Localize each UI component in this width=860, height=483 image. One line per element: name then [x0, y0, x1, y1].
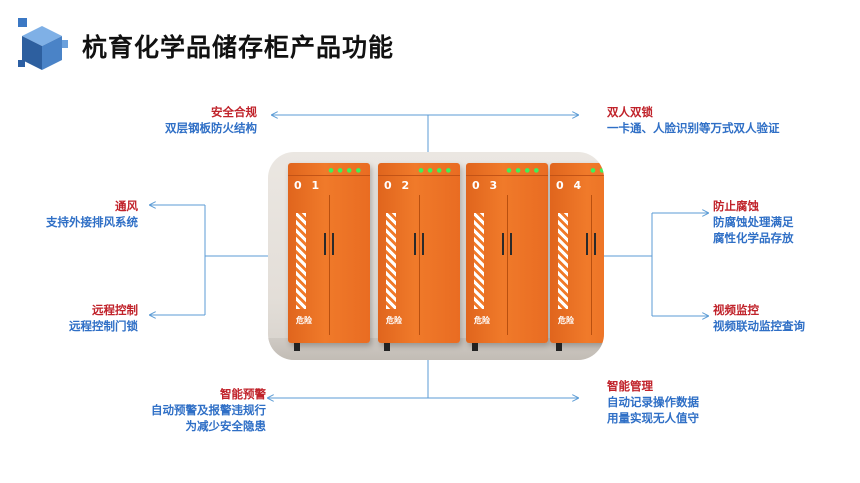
feature-dual-lock: 双人双锁 一卡通、人脸识别等万式双人验证 [607, 105, 780, 135]
feature-anticorrosion: 防止腐蚀 防腐蚀处理满足 腐性化学品存放 [713, 199, 794, 245]
cabinet: ● ● ● ● 0 3 危险 [466, 163, 548, 351]
cabinet: ● ● ● ● 0 1 危险 [288, 163, 370, 351]
cabinet: ● ● ● ● 0 2 危险 [378, 163, 460, 351]
feature-smart-alarm: 智能预警 自动预警及报警违规行 为减少安全隐患 [151, 387, 266, 433]
floor [268, 338, 604, 360]
feature-video-monitoring: 视频监控 视频联动监控查询 [713, 303, 805, 333]
page-title: 杭育化学品储存柜产品功能 [82, 33, 395, 62]
cabinet-photo: ● ● ● ● 0 1 危险 ● ● ● ● 0 2 危险 ● ● ● ● 0 … [268, 152, 604, 360]
cabinet: ● ● ● ● 0 4 危险 [550, 163, 604, 351]
feature-safety: 安全合规 双层钢板防火结构 [165, 105, 257, 135]
feature-smart-management: 智能管理 自动记录操作数据 用量实现无人值守 [607, 379, 699, 425]
feature-ventilation: 通风 支持外接排风系统 [46, 199, 138, 229]
cube-logo-icon [18, 18, 68, 70]
feature-remote-control: 远程控制 远程控制门锁 [69, 303, 138, 333]
